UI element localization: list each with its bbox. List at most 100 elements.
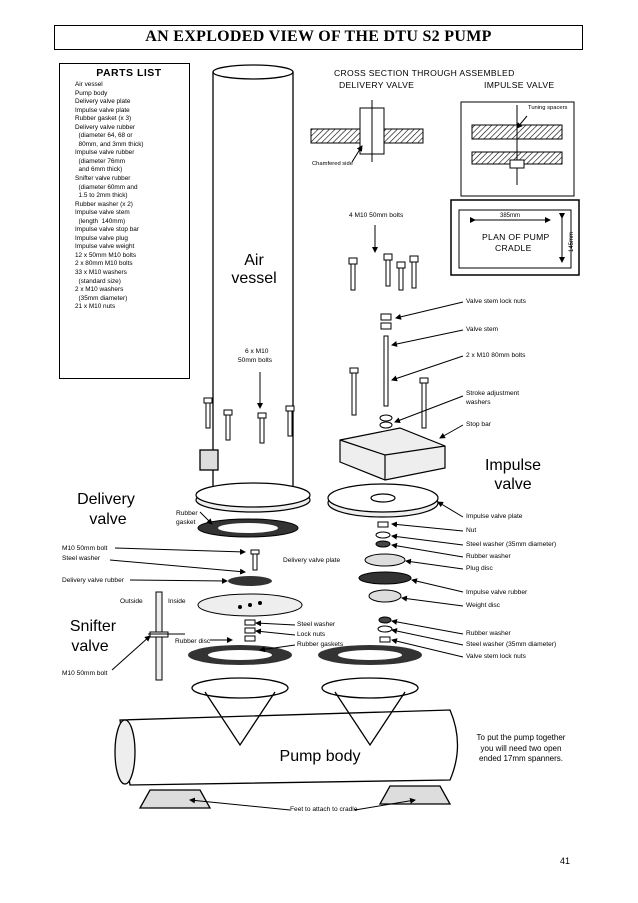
cradle-label-line2: CRADLE [495,243,532,253]
parts-list-item: 1.5 to 2mm thick) [75,192,128,200]
cradle-plan [450,199,580,276]
air-vessel-label-2: vessel [231,270,277,287]
callout-rubber-gasket-1: Rubber [176,510,198,517]
callout-impulse-valve-plate: Impulse valve plate [466,513,523,520]
parts-list-item: and 6mm thick) [75,166,123,174]
parts-list-item: Impulse valve stem [75,209,130,217]
parts-list-item: 21 x M10 nuts [75,303,116,311]
parts-list-item: Delivery valve plate [75,98,131,106]
air-vessel [199,64,294,490]
callout-rubber-washer-b: Rubber washer [466,630,511,637]
callout-delivery-valve-plate: Delivery valve plate [283,557,341,564]
impulse-valve-label-2: valve [494,476,532,493]
rubber-gasket-impulse-bottom [318,645,422,665]
valve-stem-assembly [349,313,429,429]
assembly-note-line1: To put the pump together [476,733,566,742]
callout-lock-nuts: Lock nuts [297,631,326,638]
snifter-valve [148,591,185,681]
parts-list-item: 2 x M10 washers [75,286,124,294]
cross-section-delivery-label: DELIVERY VALVE [339,80,415,90]
parts-list-item: (length 140mm) [75,217,126,225]
assembly-note: To put the pump together you will need t… [462,733,580,765]
air-vessel-label-1: Air [244,252,264,269]
callout-delivery-valve-rubber: Delivery valve rubber [62,577,124,584]
parts-list-item: Pump body [75,89,108,97]
callout-4-bolts: 4 M10 50mm bolts [349,212,404,219]
delivery-valve-plate [197,593,303,617]
callout-nut: Nut [466,527,477,534]
callout-valve-stem-lock-nuts-bottom: Valve stem lock nuts [466,653,526,660]
page-title: AN EXPLODED VIEW OF THE DTU S2 PUMP [54,25,583,50]
callout-rubber-gasket-2: gasket [176,519,196,526]
callout-rubber-disc: Rubber disc [175,638,211,645]
cradle-label-line1: PLAN OF PUMP [482,232,550,242]
callout-m10-50mm-bolt-snifter: M10 50mm bolt [62,670,108,677]
parts-list-item: (diameter 76mm [75,157,126,165]
callout-plug-disc: Plug disc [466,565,493,572]
rubber-gasket-delivery-bottom [188,645,292,665]
callout-impulse-valve-rubber: Impulse valve rubber [466,589,528,596]
parts-list-item: 12 x 50mm M10 bolts [75,251,137,259]
parts-list-item: (35mm diameter) [75,294,128,302]
parts-list-heading: PARTS LIST [96,67,162,79]
cross-section-delivery [310,100,424,162]
impulse-small-parts [358,521,412,643]
parts-list-item: (standard size) [75,277,121,285]
callout-valve-stem: Valve stem [466,326,499,333]
cradle-width-dimension: 385mm [500,213,521,219]
assembly-note-line2: you will need two open [480,743,562,753]
stop-bar [339,427,446,481]
callout-6-bolts-b: 50mm bolts [238,357,273,364]
parts-list-item: 2 x 80mm M10 bolts [75,260,133,268]
callout-outside: Outside [120,598,143,605]
air-vessel-flange [195,482,311,513]
callout-weight-disc: Weight disc [466,602,500,609]
callout-valve-stem-lock-nuts-top: Valve stem lock nuts [466,298,526,305]
impulse-bolts-4x [348,253,419,291]
callout-steel-washer-35-b: Steel washer (35mm diameter) [466,641,557,648]
page-number: 41 [560,856,571,866]
cross-section-impulse [460,101,575,197]
callout-feet: Feet to attach to cradle [290,806,358,813]
snifter-valve-label-1: Snifter [69,618,117,635]
parts-list-item: Delivery valve rubber [75,123,136,131]
delivery-bolt [250,549,260,571]
parts-list-item: 80mm, and 3mm thick) [75,140,144,148]
lock-nuts-delivery [244,619,256,642]
delivery-valve-label-2: valve [89,511,127,528]
parts-list-item: Rubber gasket (x 3) [75,115,132,123]
parts-list-item: Impulse valve weight [75,243,135,251]
callout-stroke-adjustment-2: washers [466,399,491,406]
cross-section-heading: CROSS SECTION THROUGH ASSEMBLED [334,68,515,78]
snifter-valve-label-2: valve [71,638,109,655]
callout-80mm-bolts: 2 x M10 80mm bolts [466,352,526,359]
parts-list-item: Rubber washer (x 2) [75,200,133,208]
parts-list-item: 33 x M10 washers [75,269,127,277]
parts-list-item: Impulse valve plate [75,106,130,114]
parts-list-item: Impulse valve rubber [75,149,135,157]
parts-list-item: (diameter 60mm and [75,183,138,191]
callout-inside: Inside [168,598,186,605]
parts-list-item: (diameter 64, 68 or [75,132,133,140]
cross-section-impulse-label: IMPULSE VALVE [484,80,555,90]
parts-list-item: Impulse valve stop bar [75,226,139,234]
callout-rubber-washer-a: Rubber washer [466,553,511,560]
callout-steel-washer-35-a: Steel washer (35mm diameter) [466,541,557,548]
pump-body-label: Pump body [279,748,361,765]
impulse-valve-label-1: Impulse [484,457,542,474]
callout-6-bolts-a: 6 x M10 [245,348,269,355]
bolts-6x-m10 [203,397,295,444]
impulse-valve-plate [327,483,439,518]
delivery-rubber-gasket [197,518,299,538]
callout-stroke-adjustment-1: Stroke adjustment [466,390,520,397]
callout-m10-50mm-bolt: M10 50mm bolt [62,545,108,552]
callout-steel-washer-left: Steel washer [62,555,101,562]
callout-rubber-gaskets: Rubber gaskets [297,641,344,648]
callout-stop-bar: Stop bar [466,421,491,428]
parts-list-item: Air vessel [75,81,103,88]
cradle-height-dimension: 145mm [569,231,576,253]
assembly-note-line3: ended 17mm spanners. [478,754,564,763]
